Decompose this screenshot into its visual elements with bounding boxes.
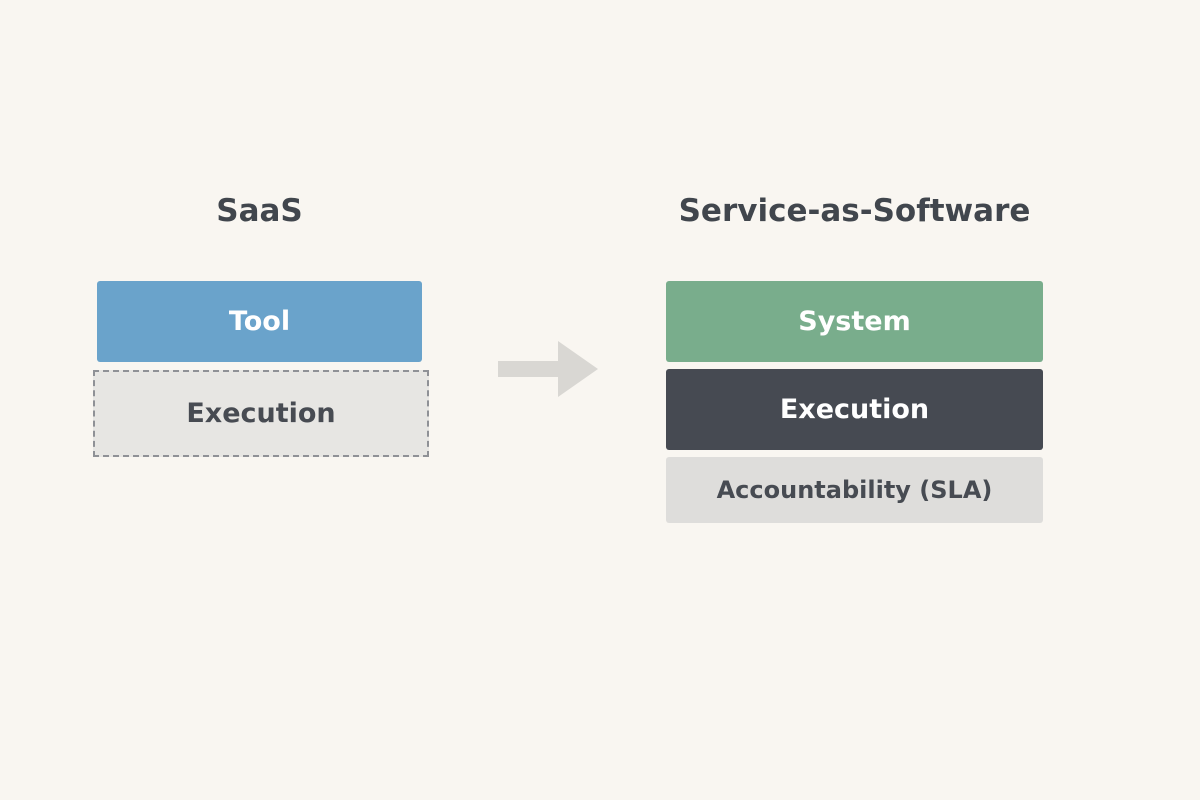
system-block: System — [666, 281, 1043, 362]
execution-block: Execution — [666, 369, 1043, 450]
arrow-right-icon — [498, 341, 598, 397]
saas-heading: SaaS — [216, 193, 303, 229]
execution-block-missing: Execution — [93, 370, 429, 457]
accountability-sla-block: Accountability (SLA) — [666, 457, 1043, 523]
tool-block: Tool — [97, 281, 422, 362]
service-as-software-heading: Service-as-Software — [678, 193, 1031, 229]
